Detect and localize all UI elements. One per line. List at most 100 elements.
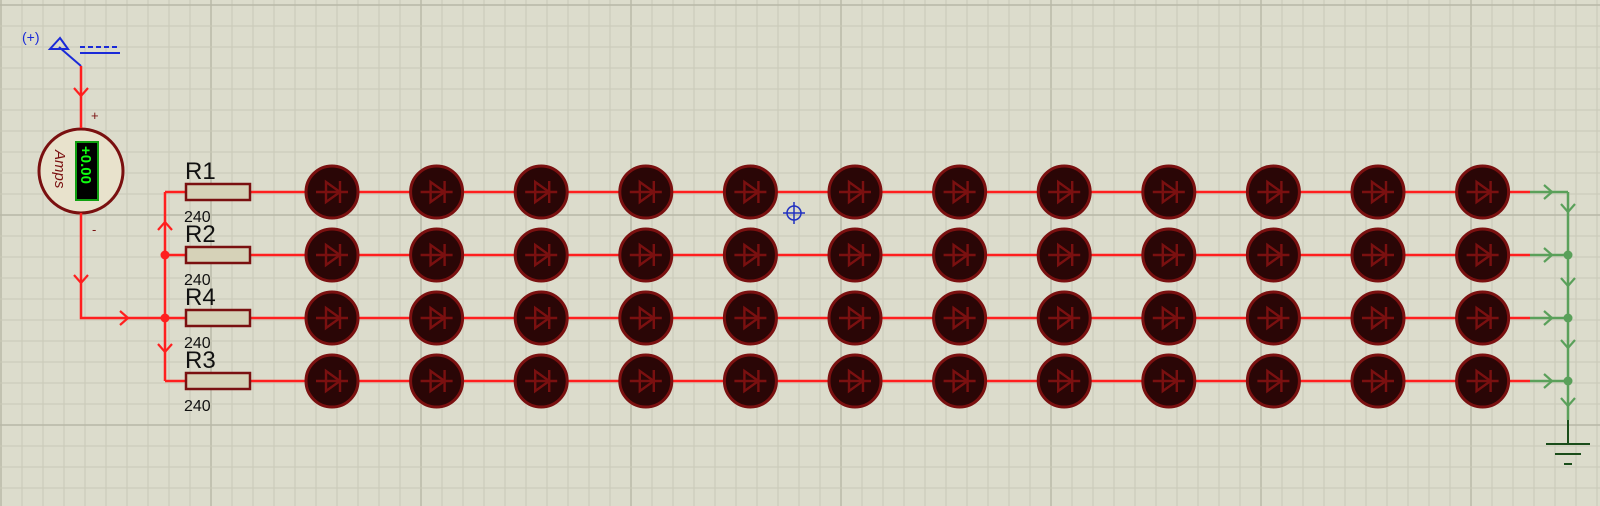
led[interactable] [1036,227,1092,283]
led[interactable] [1036,290,1092,346]
led[interactable] [1455,227,1511,283]
led[interactable] [1141,290,1197,346]
diode-icon [1152,368,1185,394]
ammeter-unit-label: Amps [51,149,68,189]
current-arrow [1560,203,1576,214]
diode-icon [1257,305,1290,331]
resistor-value-label: 240 [184,209,211,226]
led[interactable] [1141,164,1197,220]
led[interactable] [1141,353,1197,409]
led[interactable] [722,353,778,409]
led[interactable] [1036,353,1092,409]
led[interactable] [304,353,360,409]
led[interactable] [618,164,674,220]
wires-layer [73,66,1576,420]
diode-icon [525,242,558,268]
led[interactable] [827,290,883,346]
diode-icon [1362,368,1394,394]
diode-icon [420,179,453,205]
led[interactable] [1036,164,1092,220]
led[interactable] [1350,164,1406,220]
led[interactable] [618,290,674,346]
current-arrow [1543,184,1554,200]
diode-icon [629,242,662,268]
led[interactable] [1455,290,1511,346]
led[interactable] [1350,290,1406,346]
diode-icon [839,368,871,394]
power-terminal[interactable]: (+) [22,29,120,67]
led[interactable] [513,227,569,283]
current-arrow [1560,277,1576,288]
diode-icon [316,242,348,268]
led[interactable] [932,290,988,346]
led[interactable] [409,353,465,409]
diode-icon [1362,305,1394,331]
current-arrow [1560,397,1576,408]
led[interactable] [618,353,674,409]
led[interactable] [513,353,569,409]
diode-icon [839,305,871,331]
diode-icon [839,242,871,268]
diode-icon [1152,242,1185,268]
led[interactable] [1245,164,1301,220]
led[interactable] [409,290,465,346]
led[interactable] [409,227,465,283]
diode-icon [1152,305,1185,331]
ammeter[interactable]: +0.00 Amps + - [37,108,125,237]
current-arrow [157,343,173,354]
diode-icon [734,368,767,394]
diode-icon [525,368,558,394]
led[interactable] [932,353,988,409]
led[interactable] [513,164,569,220]
led[interactable] [618,227,674,283]
ammeter-display [75,141,99,201]
diode-icon [316,305,348,331]
resistor-value-label: 240 [184,335,211,352]
led[interactable] [1245,290,1301,346]
led[interactable] [932,227,988,283]
led[interactable] [827,353,883,409]
diode-icon [1257,242,1290,268]
ammeter-reading: +0.00 [77,146,94,184]
led[interactable] [304,227,360,283]
led[interactable] [513,290,569,346]
led[interactable] [827,227,883,283]
led[interactable] [1141,227,1197,283]
diode-icon [1466,242,1499,268]
led[interactable] [827,164,883,220]
led[interactable] [1455,164,1511,220]
diode-icon [1152,179,1185,205]
led[interactable] [722,290,778,346]
led[interactable] [1350,227,1406,283]
led[interactable] [932,164,988,220]
ground-icon [1546,420,1590,465]
resistor-ref-label: R1 [185,158,216,185]
diode-icon [316,368,348,394]
led[interactable] [1350,353,1406,409]
led[interactable] [409,164,465,220]
resistor-r4[interactable]: R4 240 [184,284,252,352]
led[interactable] [304,290,360,346]
led[interactable] [722,227,778,283]
diode-icon [734,179,767,205]
led[interactable] [722,164,778,220]
led[interactable] [1455,353,1511,409]
led[interactable] [1245,227,1301,283]
diode-icon [1048,305,1081,331]
diode-icon [1048,242,1081,268]
resistor-ref-label: R4 [185,284,216,311]
diode-icon [1048,368,1081,394]
diode-icon [420,242,453,268]
diode-icon [629,368,662,394]
led[interactable] [1245,353,1301,409]
diode-icon [1257,368,1290,394]
led[interactable] [304,164,360,220]
resistor-r1[interactable]: R1 240 [184,158,252,226]
power-terminal-label: (+) [22,29,40,45]
diode-icon [943,242,976,268]
